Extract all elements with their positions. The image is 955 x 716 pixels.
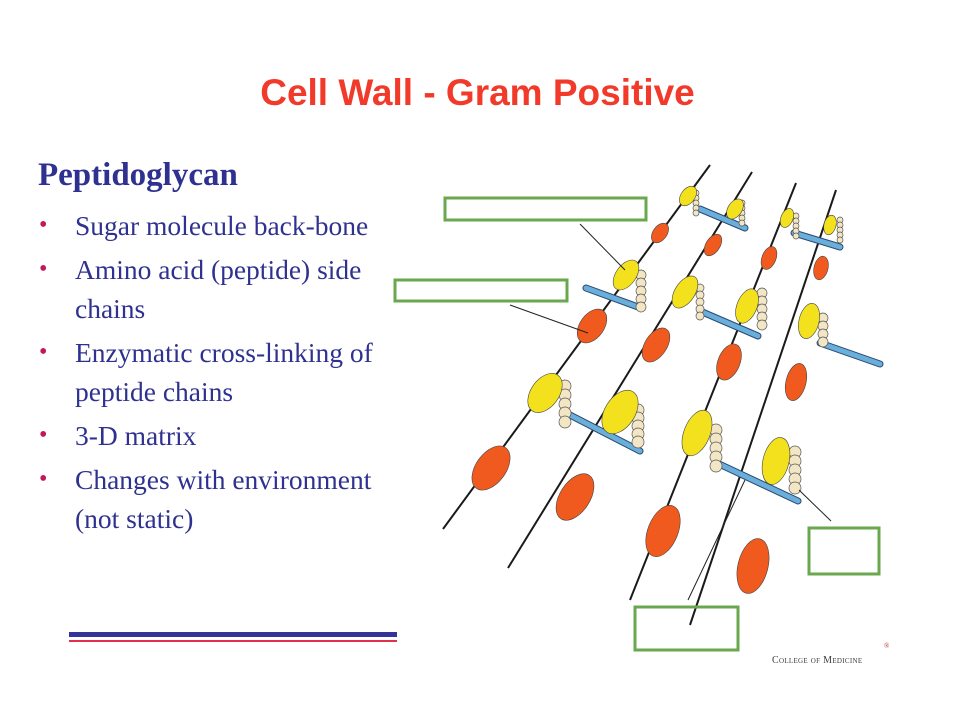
college-logo: College of Medicine (772, 655, 862, 666)
amino-acid-bead (817, 336, 829, 348)
label-box (393, 278, 569, 303)
crosslink-bar (697, 308, 761, 339)
sugar-orange (641, 327, 671, 363)
amino-acid-bead (635, 301, 647, 313)
bullet-item: • 3-D matrix (38, 416, 408, 455)
leader-line (798, 489, 832, 522)
sugar-yellow (798, 303, 820, 339)
sugar-yellow (735, 288, 759, 324)
amino-acid-bead (756, 319, 768, 331)
sugar-yellow (527, 373, 563, 413)
bullet-item: • Amino acid (peptide) side chains (38, 250, 408, 328)
amino-acid-bead (836, 236, 844, 244)
registered-mark: ® (884, 642, 890, 650)
slide-title: Cell Wall - Gram Positive (260, 72, 695, 113)
sugar-yellow (679, 185, 697, 207)
bullet-dot-icon: • (39, 212, 48, 238)
amino-acid-beads (558, 189, 844, 495)
bullet-text: Sugar molecule back-bone (75, 210, 369, 241)
amino-acid-bead (792, 232, 800, 240)
amino-acid-bead (695, 311, 705, 321)
sugar-orange (645, 505, 681, 557)
bullet-text: Enzymatic cross-linking of peptide chain… (75, 337, 373, 407)
bullet-dot-icon: • (39, 422, 48, 448)
bullet-text: Changes with environment (not static) (75, 464, 372, 534)
amino-acid-bead (558, 415, 572, 429)
bullet-dot-icon: • (39, 339, 48, 365)
bullet-item: • Enzymatic cross-linking of peptide cha… (38, 333, 408, 411)
crosslink-bar (583, 285, 641, 310)
sugar-yellow (761, 437, 791, 485)
bullet-dot-icon: • (39, 256, 48, 282)
sugar-yellow (726, 198, 744, 220)
amino-acid-bead (788, 481, 802, 495)
leader-line (687, 479, 746, 601)
crosslink-bar (817, 340, 883, 367)
glycan-strand (689, 189, 837, 626)
sugar-orange (760, 246, 778, 270)
sugar-yellow (612, 259, 640, 291)
sugar-orange (784, 363, 808, 401)
amino-acid-bead (709, 459, 723, 473)
college-logo-text: College of Medicine (772, 655, 863, 666)
label-boxes (393, 196, 881, 652)
leader-line (509, 304, 589, 334)
peptide-crosslinks (564, 205, 884, 505)
sugar-orange (703, 233, 723, 257)
glycan-strand (507, 171, 753, 569)
sugar-yellow (671, 275, 699, 309)
sugar-yellow (779, 208, 795, 228)
label-leader-lines (509, 223, 832, 601)
sugar-orange (555, 473, 595, 521)
bullet-list: • Sugar molecule back-bone • Amino acid … (38, 206, 408, 538)
leader-line (579, 223, 626, 271)
sugar-orange (736, 538, 770, 594)
divider-blue (69, 632, 397, 637)
crosslink-bar (791, 230, 843, 250)
sugar-yellow (601, 389, 639, 435)
amino-acid-bead (631, 435, 645, 449)
divider-red (69, 640, 397, 642)
crosslink-bar (714, 460, 801, 504)
sugar-yellow (823, 214, 837, 236)
label-box (807, 526, 881, 576)
sugar-units (471, 185, 837, 594)
sugar-yellow (681, 409, 713, 457)
sugar-orange (576, 308, 608, 344)
sugar-orange (651, 222, 669, 244)
amino-acid-bead (738, 219, 746, 227)
bullet-item: • Sugar molecule back-bone (38, 206, 408, 245)
sugar-orange (813, 255, 829, 281)
crosslink-bar (565, 411, 643, 454)
bullet-item: • Changes with environment (not static) (38, 460, 408, 538)
crosslink-bar (697, 206, 748, 231)
section-heading: Peptidoglycan (38, 157, 238, 193)
bullet-text: 3-D matrix (75, 420, 197, 451)
glycan-strands (442, 164, 837, 626)
label-box (633, 605, 740, 652)
label-box (443, 196, 648, 222)
sugar-orange (716, 343, 742, 381)
bullet-text: Amino acid (peptide) side chains (75, 254, 362, 324)
amino-acid-bead (692, 209, 700, 217)
sugar-orange (471, 445, 511, 491)
bullet-dot-icon: • (39, 466, 48, 492)
